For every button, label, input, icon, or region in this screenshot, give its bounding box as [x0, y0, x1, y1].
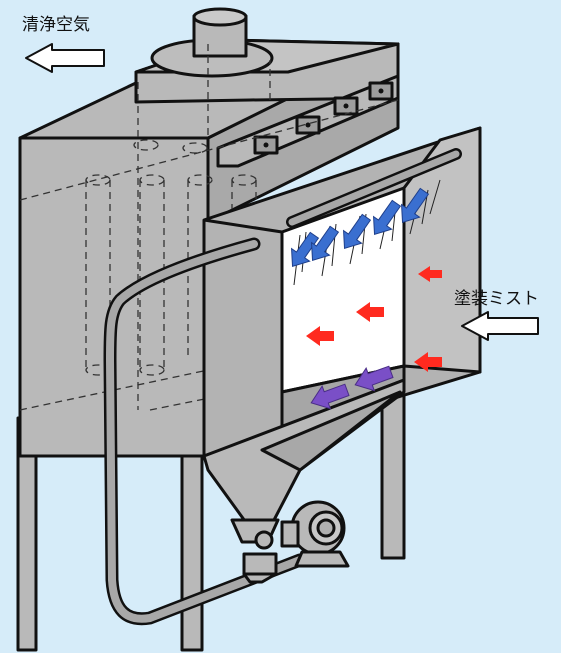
paint-mist-label: 塗装ミスト	[454, 289, 539, 309]
exhaust-duct	[134, 7, 400, 104]
white-arrow-left-icon	[25, 43, 105, 73]
water-spray-pipe	[286, 148, 462, 228]
clean-air-label: 清浄空気	[22, 15, 90, 35]
sludge-hopper	[202, 378, 406, 550]
filter-rail	[216, 74, 400, 168]
sludge-drain-arrows	[310, 365, 394, 410]
paint-mist-flow-arrows	[306, 266, 442, 372]
return-pipe	[103, 237, 307, 626]
water-spray-arrows	[290, 187, 430, 268]
circulation-pump	[242, 500, 350, 584]
white-arrow-left-icon	[461, 311, 539, 341]
